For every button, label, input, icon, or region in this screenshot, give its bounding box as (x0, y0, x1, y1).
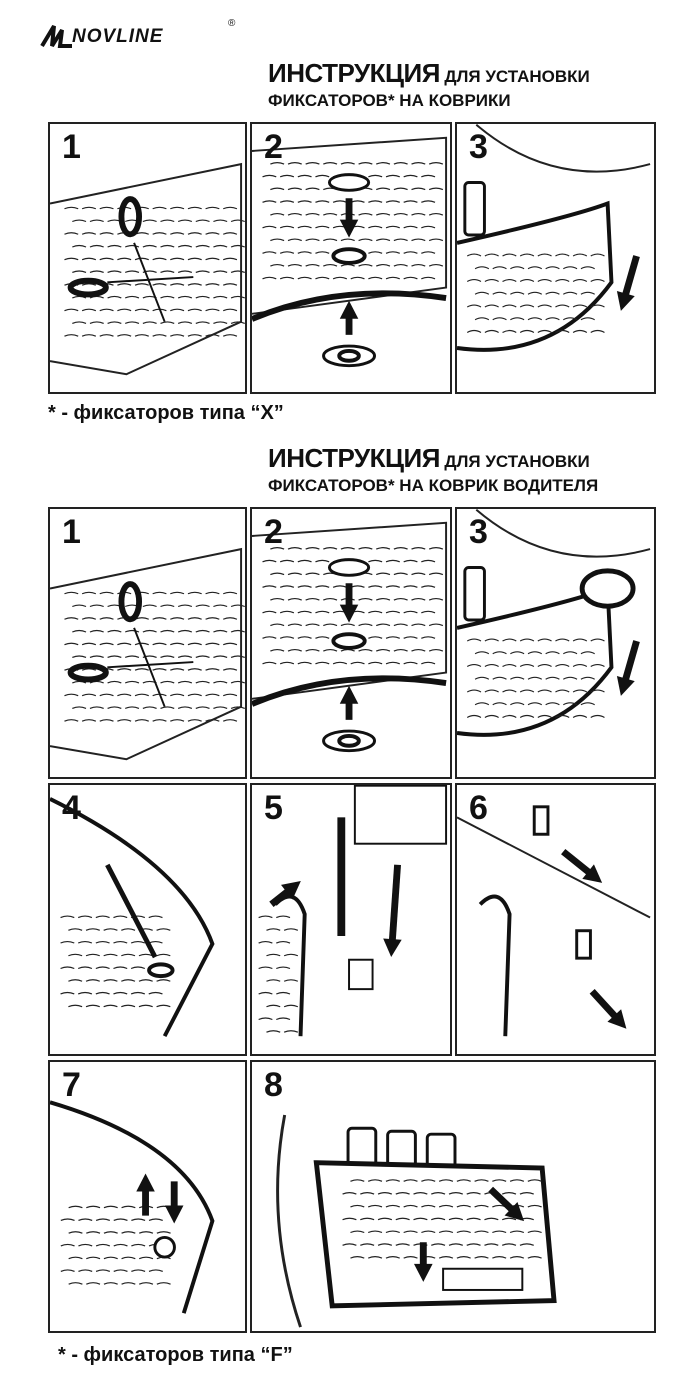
step-panel: 8 (250, 1060, 656, 1333)
title-main: ИНСТРУКЦИЯ (268, 58, 440, 88)
brand-name: NOVLINE (72, 26, 164, 47)
footnote-x: * - фиксаторов типа “X” (48, 402, 284, 424)
arrow-icon (616, 640, 640, 696)
arrow-icon (488, 1186, 525, 1222)
mat-ribs (64, 206, 245, 337)
novline-logo: NOVLINE ® (40, 18, 240, 52)
mat-ribs (60, 915, 171, 1008)
arrow-icon (339, 198, 359, 238)
step-illustration (50, 547, 245, 761)
step-illustration (50, 162, 245, 376)
scissors-icon (67, 196, 194, 323)
step-panel: 2 (250, 507, 452, 779)
retainer-icon (322, 558, 376, 753)
step-illustration (276, 1114, 557, 1328)
arrow-icon (136, 1173, 155, 1216)
title-sub: ДЛЯ УСТАНОВКИ (444, 452, 590, 471)
step-number: 2 (264, 513, 283, 551)
step-illustration (252, 521, 448, 753)
mat-ribs (262, 162, 444, 280)
scissors-icon (67, 581, 194, 708)
step-number: 3 (469, 513, 488, 551)
step-illustration (457, 805, 651, 1037)
title-line2: ФИКСАТОРОВ* НА КОВРИКИ (268, 91, 511, 110)
step-number: 1 (62, 513, 81, 551)
step-illustration (457, 124, 651, 352)
step-panel: 1 (48, 507, 247, 779)
step-illustration (258, 785, 448, 1037)
step-number: 8 (264, 1066, 283, 1104)
arrow-icon (339, 685, 359, 720)
step-number: 6 (469, 789, 488, 827)
step-illustration (252, 136, 448, 368)
step-panel: 3 (455, 122, 656, 394)
pedal-icon (463, 181, 486, 237)
screwdriver-icon (337, 817, 346, 936)
fastener-icon (153, 1235, 176, 1259)
step-number: 5 (264, 789, 283, 827)
driver-mat (313, 1160, 557, 1309)
mat-ribs (466, 638, 605, 719)
mat-ribs (342, 1179, 542, 1259)
arrow-icon (269, 881, 301, 908)
arrow-icon (413, 1242, 433, 1282)
pedal-icon (463, 566, 486, 622)
section2-title: ИНСТРУКЦИЯ ДЛЯ УСТАНОВКИ ФИКСАТОРОВ* НА … (268, 443, 598, 496)
step-panel: 6 (455, 783, 656, 1056)
step-panel: 7 (48, 1060, 247, 1333)
step-illustration (50, 1100, 215, 1314)
fastener-icon (575, 929, 592, 960)
step-number: 3 (469, 128, 488, 166)
awl-icon (105, 863, 158, 959)
arrow-icon (339, 583, 359, 623)
footnote-f: * - фиксаторов типа “F” (58, 1344, 293, 1366)
arrow-icon (164, 1181, 184, 1224)
mat-ribs (258, 915, 299, 1033)
step-panel: 4 (48, 783, 247, 1056)
title-main: ИНСТРУКЦИЯ (268, 443, 440, 473)
step-number: 4 (62, 789, 81, 827)
title-sub: ДЛЯ УСТАНОВКИ (444, 67, 590, 86)
step-illustration (457, 509, 651, 737)
step-illustration (50, 797, 215, 1038)
step-number: 7 (62, 1066, 81, 1104)
arrow-icon (383, 864, 402, 958)
arrow-icon (561, 848, 603, 883)
retainer-icon (322, 173, 376, 368)
step-panel: 1 (48, 122, 247, 394)
step-panel: 5 (250, 783, 452, 1056)
arrow-icon (589, 989, 627, 1029)
step-number: 2 (264, 128, 283, 166)
mat-ribs (60, 1205, 171, 1285)
mat-ribs (64, 591, 245, 722)
step-number: 1 (62, 128, 81, 166)
mat-ribs (262, 547, 444, 665)
arrow-icon (616, 255, 640, 311)
mat-ribs (466, 253, 605, 334)
fastener-icon (532, 805, 550, 836)
logo-mark-icon (40, 24, 72, 48)
section1-title: ИНСТРУКЦИЯ ДЛЯ УСТАНОВКИ ФИКСАТОРОВ* НА … (268, 58, 590, 111)
arrow-icon (339, 300, 359, 335)
step-panel: 2 (250, 122, 452, 394)
title-line2: ФИКСАТОРОВ* НА КОВРИК ВОДИТЕЛЯ (268, 476, 599, 495)
registered-mark: ® (228, 18, 236, 29)
step-panel: 3 (455, 507, 656, 779)
